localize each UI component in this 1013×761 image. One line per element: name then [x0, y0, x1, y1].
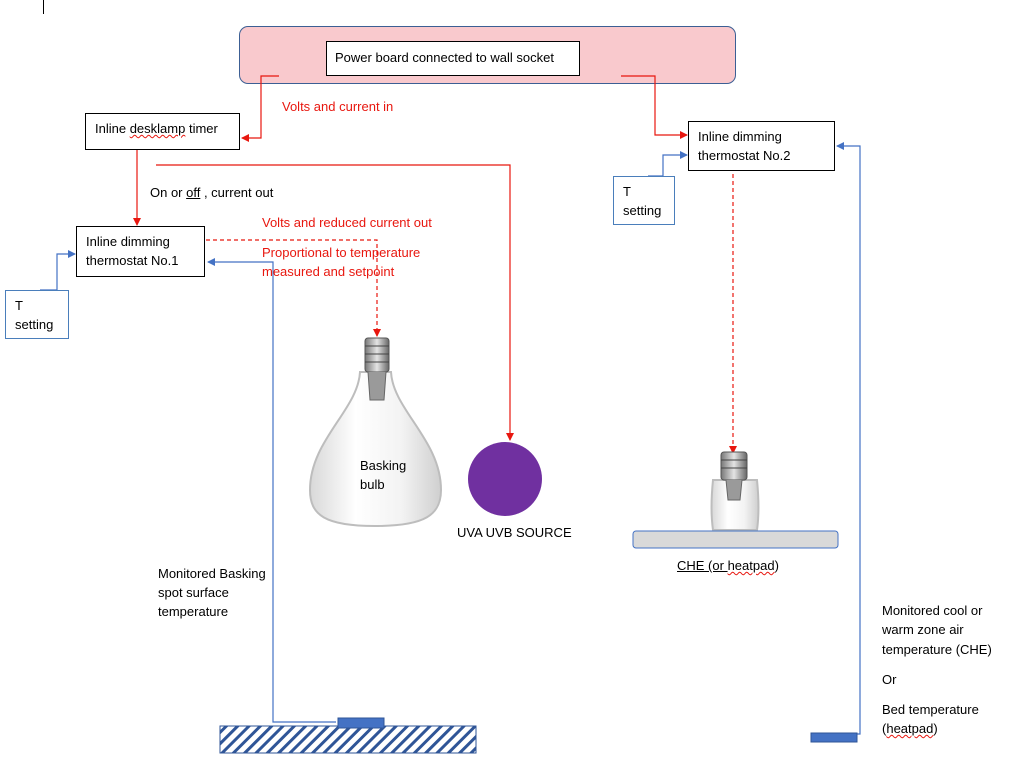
basking-bulb-label-line1: Basking: [360, 458, 407, 473]
uv-source-label: UVA UVB SOURCE: [457, 525, 572, 540]
wire-power-to-thermostat2: [621, 75, 688, 139]
monitored-cool-line3: temperature (CHE): [882, 642, 992, 657]
sensor-wire-basking: [207, 258, 336, 723]
basking-bulb-icon: [308, 337, 443, 528]
thermostat-2-box: Inline dimming thermostat No.2: [688, 121, 835, 171]
che-label-suffix: ): [774, 558, 779, 573]
che-label-prefix: CHE (or: [677, 558, 728, 573]
basking-bulb-label-line2: bulb: [360, 477, 385, 492]
monitored-basking-line1: Monitored Basking: [158, 566, 266, 581]
monitored-cool-line1: Monitored cool or: [882, 603, 983, 618]
or-label: Or: [882, 672, 897, 687]
heatpad-paren-word: heatpad: [886, 721, 934, 736]
che-label: CHE (or heatpad): [677, 556, 779, 576]
sensor-wire-cool-zone: [836, 142, 861, 735]
on-off-label-off: off: [186, 185, 201, 200]
power-board-label: Power board connected to wall socket: [335, 50, 554, 65]
monitored-basking-line2: spot surface: [158, 585, 229, 600]
basking-sensor-probe: [337, 717, 385, 729]
on-off-label: On or off , current out: [150, 183, 273, 203]
desklamp-timer-box: Inline desklamp timer: [85, 113, 240, 150]
on-off-label-suffix: , current out: [200, 185, 274, 200]
bed-temperature-label: Bed temperature: [882, 702, 979, 717]
volts-reduced-label: Volts and reduced current out: [262, 215, 432, 230]
cool-zone-sensor-probe: [810, 732, 858, 743]
wire-power-to-timer: [241, 75, 279, 142]
basking-surface: [219, 725, 477, 754]
timer-label-suffix: timer: [185, 121, 218, 136]
thermostat-1-line2: thermostat No.1: [86, 253, 179, 268]
monitored-basking-line3: temperature: [158, 604, 229, 619]
che-emitter-icon: [710, 451, 760, 531]
t-setting-1-line1: T: [15, 298, 23, 313]
timer-label-prefix: Inline: [95, 121, 130, 136]
setting-link-1: [40, 250, 76, 291]
t-setting-2-box: T setting: [613, 176, 675, 225]
wire-thermostat1-to-bulb: [206, 239, 381, 337]
che-plate: [632, 530, 839, 549]
thermostat-1-line1: Inline dimming: [86, 234, 170, 249]
heatpad-paren-open: (: [882, 721, 887, 736]
thermostat-1-box: Inline dimming thermostat No.1: [76, 226, 205, 277]
t-setting-1-line2: setting: [15, 317, 54, 332]
t-setting-1-box: T setting: [5, 290, 69, 339]
t-setting-2-line2: setting: [623, 203, 662, 218]
power-board-label-box: Power board connected to wall socket: [326, 41, 580, 76]
che-label-heatpad: heatpad: [727, 558, 775, 573]
thermostat-2-line1: Inline dimming: [698, 129, 782, 144]
timer-label-word: desklamp: [129, 121, 186, 136]
wire-timer-to-uv-source: [156, 164, 514, 441]
uv-source-circle: [468, 442, 542, 516]
on-off-label-prefix: On or: [150, 185, 187, 200]
volts-current-in-label: Volts and current in: [282, 99, 394, 114]
heatpad-paren-close: ): [933, 721, 938, 736]
thermostat-2-line2: thermostat No.2: [698, 148, 791, 163]
monitored-cool-line2: warm zone air: [882, 622, 964, 637]
proportional-label-line1: Proportional to temperature: [262, 245, 421, 260]
text-cursor: [43, 0, 44, 14]
heatpad-paren-label: (heatpad): [882, 719, 938, 739]
proportional-label-line2: measured and setpoint: [262, 264, 395, 279]
t-setting-2-line1: T: [623, 184, 631, 199]
setting-link-2: [648, 151, 688, 177]
